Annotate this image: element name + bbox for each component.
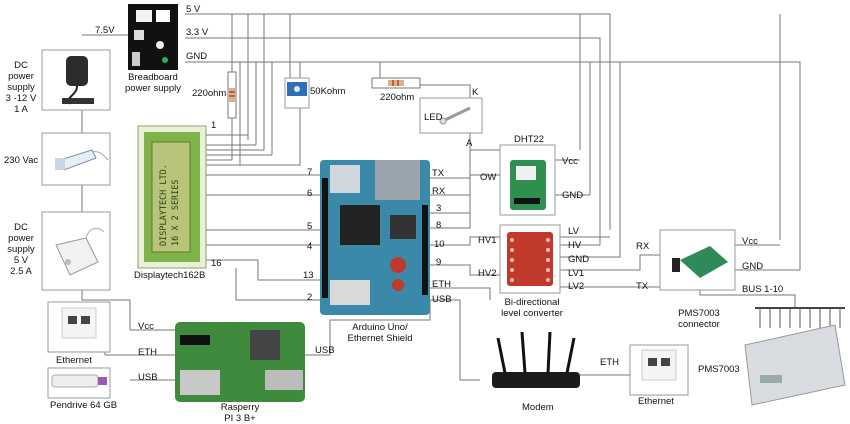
ard-left-4: 4 [307,241,313,252]
r2-label: 220ohm [380,92,415,103]
dc12-label: DC power supply 3 -12 V 1 A [5,60,37,115]
level-lv: LV [568,226,579,237]
pin-16-label: 16 [211,258,222,269]
ethernet-jack-icon-2 [641,349,677,381]
ard-pin-10: 10 [434,239,445,250]
dht-label: DHT22 [514,134,545,145]
ard-pin-3: 3 [436,203,442,214]
ethernet2-label: Ethernet [638,396,674,407]
modem-eth: ETH [600,357,619,368]
pms7003-label: PMS7003 [698,364,740,375]
pendrive-icon [51,374,107,388]
modem-icon [492,331,580,388]
breadboard-label: Breadboard power supply [125,72,181,94]
raspberry-pi-icon [175,322,305,402]
ard-left-6: 6 [307,188,313,199]
dht-vcc: Vcc [562,156,578,167]
ethernet-jack-icon-1 [61,307,97,339]
ard-left-2: 2 [307,292,313,303]
pot-label: 50Kohm [310,86,346,97]
potentiometer-icon [284,77,310,109]
level-lv1: LV1 [568,268,585,279]
level-gnd: GND [568,254,590,265]
rpi-usb: USB [138,372,158,383]
rail-gnd-label: GND [186,51,208,62]
breadboard-psu-icon [128,4,178,70]
rpi-usb-link: USB [315,345,335,356]
ard-left-5: 5 [307,221,313,232]
arduino-board-icon [320,160,430,315]
ard-usb: USB [432,294,452,305]
wire-5v-rail [185,13,611,230]
resistor-220-1-icon [227,71,237,119]
pms7003-sensor-icon [744,324,846,406]
level-hv: HV [568,240,582,251]
rpi-label: Rasperry PI 3 B+ [220,402,260,424]
level-hv2: HV2 [478,268,497,279]
led-a-label: A [466,138,473,149]
ard-left-13: 13 [303,270,314,281]
dc12-adapter-icon [62,56,94,105]
ard-tx: TX [432,168,445,179]
led-label: LED [424,112,443,123]
pms-conn-tx: TX [636,281,649,292]
lcd-line-1: DISPLAYTECH LTD. [159,164,169,246]
ard-rx: RX [432,186,446,197]
pms-conn-rx: RX [636,241,650,252]
pin-1-label: 1 [211,120,217,131]
rail-5v-label: 5 V [186,4,201,15]
pms-conn-vcc: Vcc [742,236,758,247]
arduino-label: Arduino Uno/ Ethernet Shield [347,322,413,344]
rpi-eth: ETH [138,347,157,358]
dc5-label: DC power supply 5 V 2.5 A [7,222,35,277]
level-hv1: HV1 [478,235,497,246]
dht-gnd: GND [562,190,584,201]
plug-icon [55,149,109,171]
pms-conn-label: PMS7003 connector [678,308,720,330]
pms-conn-bus: BUS 1-10 [742,284,784,295]
dht-ow: OW [480,172,497,183]
ard-left-7: 7 [307,167,313,178]
pendrive-label: Pendrive 64 GB [50,400,118,411]
vac-label: 230 Vac [4,155,39,166]
ethernet1-label: Ethernet [56,355,92,366]
lcd-line-2: 16 X 2 SERIES [171,179,181,246]
rpi-vcc: Vcc [138,321,154,332]
wire-gnd-rail [185,61,801,270]
ard-eth: ETH [432,279,451,290]
rail-33v-label: 3.3 V [186,27,209,38]
dht22-icon [510,160,546,210]
display-label: Displaytech162B [134,270,206,281]
led-icon [439,106,471,125]
lcd-screen-text: DISPLAYTECH LTD. 16 X 2 SERIES [158,150,188,246]
dc5-adapter-icon [55,228,105,276]
lcd-display-icon [137,125,207,269]
ard-pin-9: 9 [436,257,442,268]
wire-33v-rail [185,37,601,245]
modem-label: Modem [522,402,554,413]
pms-conn-gnd: GND [742,261,764,272]
rail-75v-label: 7.5V [95,25,115,36]
level-lv2: LV2 [568,281,585,292]
ard-pin-8: 8 [436,220,442,231]
level-label: Bi-directional level converter [501,297,563,319]
r1-label: 220ohm [192,88,227,99]
level-converter-icon [507,232,553,286]
resistor-220-2-icon [371,77,421,89]
led-k-label: K [472,87,479,98]
pms-connector-icon [672,246,728,278]
